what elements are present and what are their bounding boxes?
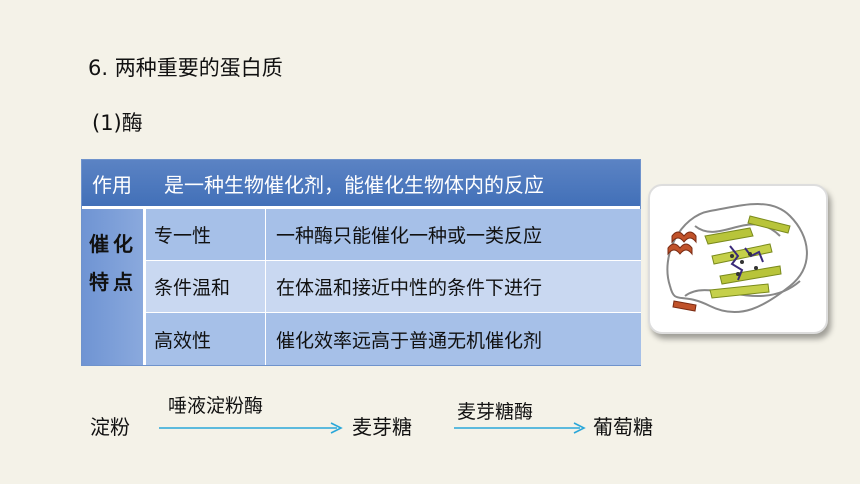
row-property: 条件温和 — [146, 261, 266, 312]
sub-title: (1)酶 — [92, 111, 143, 135]
catalysis-features-label: 催化特点 — [82, 209, 146, 365]
table-row: 高效性 催化效率远高于普通无机催化剂 — [146, 313, 641, 365]
table-row: 专一性 一种酶只能催化一种或一类反应 — [146, 209, 641, 261]
table-row: 条件温和 在体温和接近中性的条件下进行 — [146, 261, 641, 313]
enzyme-maltase: 麦芽糖酶 — [457, 401, 534, 423]
substrate-starch: 淀粉 — [90, 415, 130, 439]
header-label: 作用 — [92, 172, 132, 197]
product-glucose: 葡萄糖 — [593, 415, 653, 439]
reaction-arrow-2 — [454, 422, 586, 434]
enzyme-table: 作用 是一种生物催化剂，能催化生物体内的反应 催化特点 专一性 一种酶只能催化一… — [81, 159, 641, 366]
row-description: 催化效率远高于普通无机催化剂 — [276, 329, 543, 352]
enzyme-protein-structure-image — [648, 184, 828, 334]
reaction-arrow-1 — [159, 422, 343, 434]
header-value: 是一种生物催化剂，能催化生物体内的反应 — [164, 172, 544, 197]
table-header: 作用 是一种生物催化剂，能催化生物体内的反应 — [82, 160, 640, 209]
row-description: 在体温和接近中性的条件下进行 — [276, 277, 543, 299]
enzyme-salivary-amylase: 唾液淀粉酶 — [168, 395, 264, 417]
intermediate-maltose: 麦芽糖 — [352, 415, 412, 439]
row-property: 专一性 — [146, 209, 266, 260]
row-description: 一种酶只能催化一种或一类反应 — [276, 225, 543, 247]
section-title: 6. 两种重要的蛋白质 — [88, 56, 283, 80]
row-property: 高效性 — [146, 313, 266, 365]
